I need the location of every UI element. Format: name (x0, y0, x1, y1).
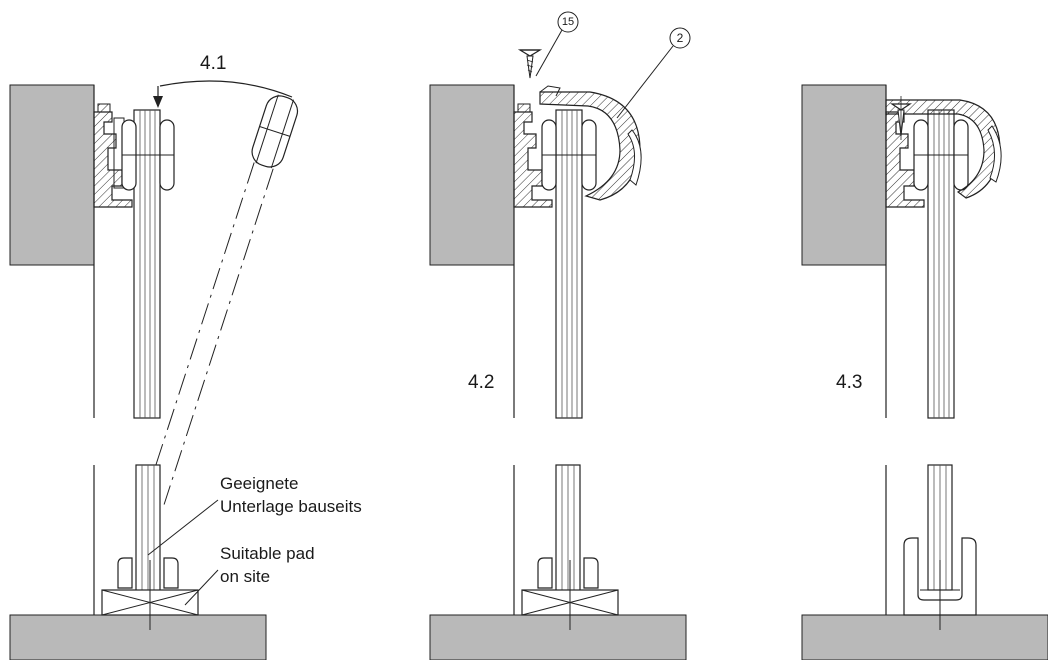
floor-slab (429, 614, 687, 660)
note-de-line-2: Unterlage bauseits (220, 497, 362, 516)
note-leader-de (147, 499, 219, 556)
floor-slab (9, 614, 267, 660)
callout-number-2: 2 (676, 31, 684, 45)
panel-step-4-3 (801, 84, 1048, 660)
note-en-line-2: on site (220, 567, 271, 586)
note-de-line-1: Geeignete (220, 474, 299, 493)
callout-15 (535, 11, 579, 77)
rotation-arrow (153, 80, 293, 108)
glass-pane (121, 109, 175, 419)
pad-block (101, 560, 199, 630)
wall-profile (513, 103, 553, 208)
wall-block (429, 84, 515, 266)
wall-block (801, 84, 887, 266)
step-label-4-1: 4.1 (200, 53, 227, 74)
step-label-4-3: 4.3 (836, 372, 863, 393)
panel-step-4-1 (9, 80, 299, 660)
wall-block (9, 84, 95, 266)
step-label-4-2: 4.2 (468, 372, 495, 393)
cover-cap (539, 85, 642, 201)
wall-profile (93, 103, 133, 208)
screw (517, 49, 543, 79)
panel-step-4-2 (429, 11, 691, 660)
tilted-glass-ghost (144, 94, 299, 505)
glass-pane (541, 109, 597, 419)
note-leader-en (184, 569, 219, 606)
floor-slab (801, 614, 1048, 660)
wall-profile (885, 111, 925, 208)
u-channel (903, 537, 977, 630)
glass-pane-bottom (117, 464, 179, 596)
glass-pane (913, 109, 969, 419)
screw-installed (890, 96, 912, 140)
note-en-line-1: Suitable pad (220, 544, 315, 563)
glass-pane-bottom (927, 464, 953, 591)
glass-pane-bottom (537, 464, 599, 596)
callout-2 (616, 27, 691, 119)
pad-block (521, 560, 619, 630)
cover-cap (885, 99, 1002, 199)
callout-number-15: 15 (561, 16, 575, 28)
